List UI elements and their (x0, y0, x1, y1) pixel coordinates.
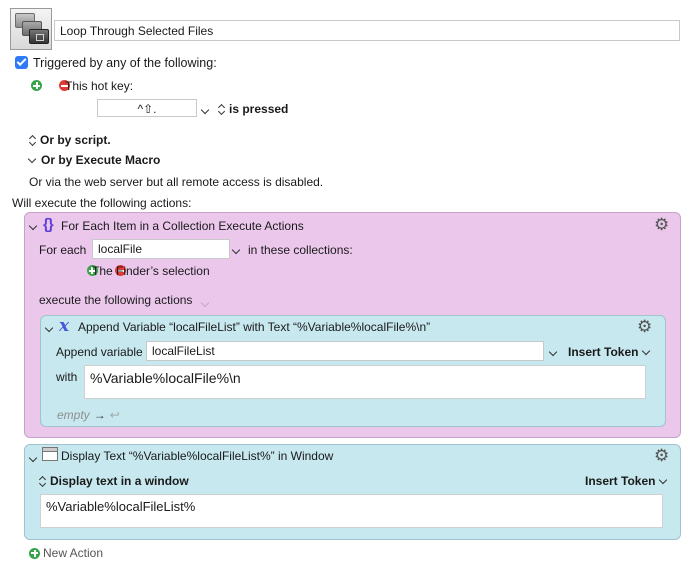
up-down-arrows-icon (39, 476, 46, 487)
for-each-variable-field[interactable]: localFile (92, 239, 230, 259)
chevron-down-icon (642, 346, 651, 355)
with-label: with (56, 370, 78, 384)
append-variable-title: Append Variable “localFileList” with Tex… (78, 320, 431, 334)
execute-dropdown[interactable] (200, 295, 210, 309)
empty-row: empty → ↩ (57, 408, 120, 422)
arrow-right-icon: → (93, 408, 106, 422)
variable-dropdown[interactable] (231, 242, 241, 256)
display-mode-select[interactable]: Display text in a window (39, 474, 189, 488)
insert-token-button[interactable]: Insert Token (568, 345, 651, 359)
chevron-down-icon (659, 475, 668, 484)
display-text-title: Display Text “%Variable%localFileList%” … (61, 449, 334, 463)
append-text-area[interactable]: %Variable%localFile%\n (84, 365, 646, 399)
gear-icon[interactable]: ⚙ (654, 215, 670, 234)
triggered-label: Triggered by any of the following: (33, 56, 217, 70)
chevron-down-icon (231, 245, 241, 255)
disclosure-icon[interactable] (44, 320, 54, 334)
collection-item[interactable]: The Finder’s selection (92, 264, 210, 278)
up-down-arrows-icon (29, 135, 36, 146)
hotkey-mode-select[interactable]: is pressed (218, 102, 288, 116)
gear-icon[interactable]: ⚙ (654, 446, 670, 465)
macro-name-field[interactable]: Loop Through Selected Files (54, 20, 680, 41)
new-action-button[interactable]: New Action (29, 546, 103, 560)
add-collection-icon[interactable] (86, 265, 98, 276)
remove-trigger-icon[interactable] (59, 80, 71, 91)
hotkey-field[interactable]: ^⇧. (97, 99, 197, 117)
hotkey-label: This hot key: (65, 79, 134, 93)
plus-icon (29, 547, 40, 559)
window-icon (42, 447, 58, 461)
or-by-script-select[interactable]: Or by script. (29, 133, 111, 147)
return-arrow-icon: ↩ (109, 408, 120, 422)
add-trigger-icon[interactable] (31, 80, 42, 91)
display-text-area[interactable]: %Variable%localFileList% (40, 494, 663, 528)
braces-icon: {} (43, 216, 54, 233)
append-variable-field[interactable]: localFileList (146, 341, 544, 361)
web-server-note: Or via the web server but all remote acc… (29, 175, 324, 189)
triggered-checkbox[interactable] (15, 56, 28, 69)
or-by-execute-macro-disclosure[interactable]: Or by Execute Macro (27, 153, 160, 167)
disclosure-icon[interactable] (28, 218, 38, 232)
chevron-down-icon (200, 105, 210, 115)
chevron-down-icon (548, 347, 558, 357)
actions-header: Will execute the following actions: (12, 196, 192, 210)
in-collections-label: in these collections: (248, 243, 353, 257)
up-down-arrows-icon (218, 104, 225, 115)
variable-x-icon: x (59, 316, 70, 336)
execute-actions-label: execute the following actions (39, 293, 193, 307)
macro-icon[interactable] (10, 8, 52, 50)
chevron-down-icon (200, 298, 210, 308)
append-variable-label: Append variable (56, 345, 143, 359)
hotkey-dropdown[interactable] (200, 102, 210, 116)
insert-token-button[interactable]: Insert Token (585, 474, 668, 488)
disclosure-icon[interactable] (28, 450, 38, 464)
for-each-title: For Each Item in a Collection Execute Ac… (61, 219, 304, 233)
for-each-label: For each (39, 243, 87, 257)
chevron-down-icon (27, 154, 37, 163)
append-variable-dropdown[interactable] (548, 344, 558, 358)
gear-icon[interactable]: ⚙ (637, 317, 653, 336)
remove-collection-icon[interactable] (115, 265, 127, 276)
